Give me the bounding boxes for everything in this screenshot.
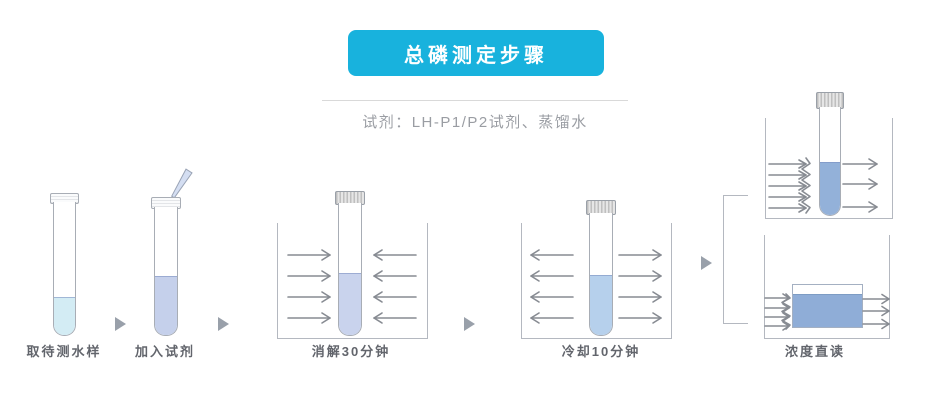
- step-label-read: 浓度直读: [784, 344, 845, 359]
- heat-in-left-arrows-icon: [287, 249, 331, 324]
- read-tube: [819, 107, 841, 216]
- sample-tube: [53, 202, 76, 336]
- title-badge: 总磷测定步骤: [348, 30, 604, 76]
- light-in-arrows-small-icon: [764, 293, 791, 331]
- reader-chamber-tube: [765, 118, 893, 219]
- cool-liquid: [590, 275, 612, 335]
- heat-in-right-arrows-icon: [373, 249, 417, 324]
- cool-tube: [589, 213, 613, 336]
- digestion-beaker: [277, 223, 428, 339]
- next-step-triangle-icon: [701, 256, 712, 270]
- reader-chamber-cuvette: [764, 235, 890, 339]
- next-step-triangle-icon: [464, 317, 475, 331]
- digest-liquid: [339, 273, 361, 335]
- sample-liquid: [54, 297, 75, 335]
- reagent-tube: [154, 207, 178, 336]
- light-out-arrows-icon: [842, 158, 878, 213]
- cooling-beaker: [521, 223, 672, 339]
- light-out-arrows-small-icon: [862, 293, 890, 330]
- cuvette-liquid: [793, 294, 862, 327]
- step-label-sample: 取待测水样: [26, 344, 102, 359]
- sample-cuvette: [792, 284, 863, 328]
- pipette-icon: [171, 168, 193, 199]
- step-label-cool: 冷却10分钟: [561, 344, 641, 359]
- page-title: 总磷测定步骤: [404, 44, 548, 67]
- digest-tube: [338, 203, 362, 336]
- grouping-bracket: [723, 195, 748, 324]
- light-in-arrows-icon: [768, 157, 811, 214]
- heat-out-left-arrows-icon: [530, 249, 574, 324]
- reagent-subtitle: 试剂：LH-P1/P2试剂、蒸馏水: [362, 114, 588, 131]
- heat-out-right-arrows-icon: [618, 249, 662, 324]
- divider-line: [322, 100, 628, 101]
- reagent-liquid: [155, 276, 177, 335]
- next-step-triangle-icon: [115, 317, 126, 331]
- step-label-add-reagent: 加入试剂: [134, 344, 195, 359]
- read-liquid: [820, 162, 840, 215]
- next-step-triangle-icon: [218, 317, 229, 331]
- step-label-digest: 消解30分钟: [311, 344, 391, 359]
